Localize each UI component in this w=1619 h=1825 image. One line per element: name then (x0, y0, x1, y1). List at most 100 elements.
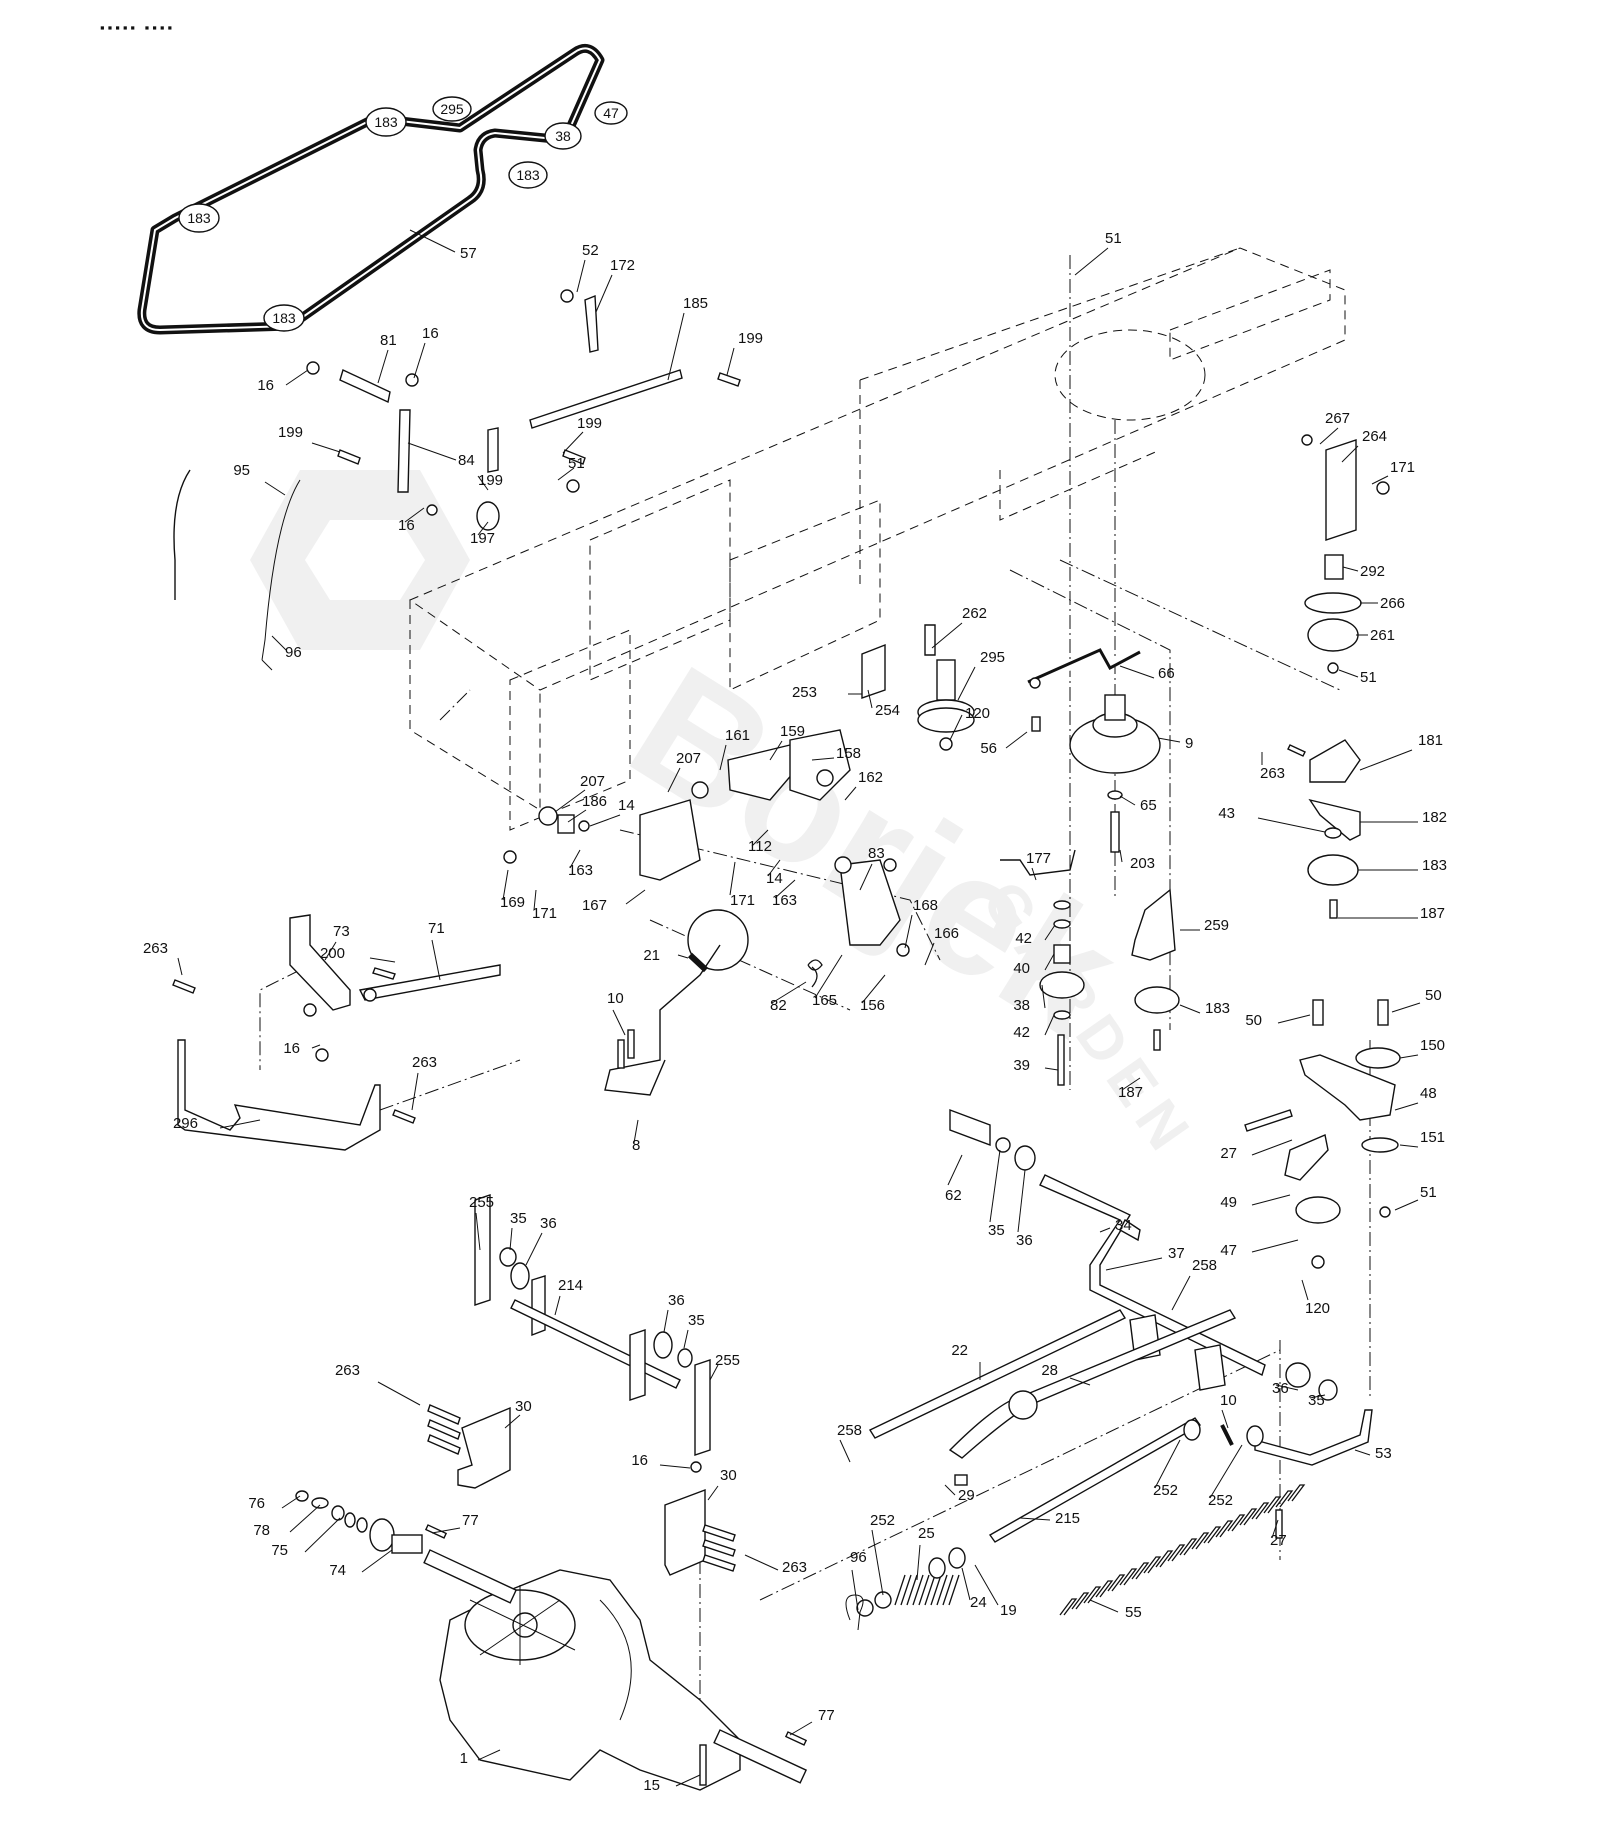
callout-leader-line (663, 1309, 669, 1333)
callout-leader-line (595, 274, 613, 313)
part-number-label: 199 (738, 330, 763, 347)
part-number-label: 27 (1220, 1145, 1237, 1162)
callout-leader-line (677, 954, 689, 959)
part-number-label: 215 (1055, 1510, 1080, 1527)
callout-leader-line (667, 312, 685, 381)
part-number-label: 255 (469, 1194, 494, 1211)
callout-leader-line (811, 757, 835, 761)
part-callout: 55 (1089, 1599, 1142, 1621)
part-number-label: 96 (285, 644, 302, 661)
part-number-label: 27 (1270, 1532, 1287, 1549)
callout-leader-line (839, 1439, 851, 1463)
part-number-label: 166 (934, 925, 959, 942)
part-number-label: 29 (958, 1487, 975, 1504)
part-number-label: 30 (720, 1467, 737, 1484)
callout-leader-line (324, 941, 337, 961)
svg-text:183: 183 (516, 167, 540, 183)
callout-leader-line (1089, 1599, 1119, 1613)
part-number-label: 199 (577, 415, 602, 432)
part-number-label: 156 (860, 997, 885, 1014)
part-number-label: 163 (568, 862, 593, 879)
part-callout: 53 (1354, 1445, 1392, 1462)
transaxle (295, 1490, 808, 1791)
part-number-label: 258 (1192, 1257, 1217, 1274)
callout-leader-line (1121, 1077, 1141, 1091)
callout-leader-line (1157, 737, 1181, 743)
callout-leader-line (311, 442, 341, 453)
part-callout: 30 (504, 1398, 532, 1429)
part-number-label: 295 (980, 649, 1005, 666)
belt-pulley: 295 (432, 96, 472, 122)
part-callout: 35 (509, 1210, 527, 1251)
part-callout: 151 (1399, 1129, 1445, 1148)
belt-pulley: 183 (263, 304, 305, 332)
part-callout: 84 (407, 442, 475, 469)
part-callout: 252 (870, 1512, 895, 1596)
svg-text:183: 183 (187, 210, 211, 226)
part-number-label: 35 (1308, 1392, 1325, 1409)
part-number-label: 48 (1420, 1085, 1437, 1102)
part-number-label: 169 (500, 894, 525, 911)
part-callout: 77 (431, 1512, 479, 1534)
variable-speed-pulley (1069, 694, 1161, 853)
part-number-label: 120 (965, 705, 990, 722)
callout-leader-line (789, 1721, 813, 1736)
part-callout: 203 (1119, 849, 1155, 872)
callout-leader-line (769, 740, 783, 761)
part-callout: 263 (143, 940, 183, 976)
part-number-label: 62 (945, 1187, 962, 1204)
part-callout: 51 (1074, 230, 1122, 276)
callout-leader-line (477, 475, 489, 491)
idler-pulley-assembly (1301, 434, 1390, 674)
callout-leader-line (413, 342, 426, 379)
callout-leader-line (271, 635, 287, 651)
part-callout: 252 (1208, 1444, 1243, 1509)
callout-leader-line (1394, 1102, 1419, 1111)
part-callout: 158 (811, 745, 861, 762)
part-number-label: 56 (980, 740, 997, 757)
callout-leader-line (477, 1749, 501, 1761)
part-callout: 51 (1394, 1184, 1437, 1211)
part-number-label: 159 (780, 723, 805, 740)
part-number-label: 16 (257, 377, 274, 394)
callout-leader-line (289, 1504, 321, 1533)
part-number-label: 73 (333, 923, 350, 940)
callout-leader-line (1342, 566, 1359, 572)
callout-leader-line (1119, 665, 1155, 679)
part-number-label: 38 (1013, 997, 1030, 1014)
part-callout: 214 (554, 1277, 583, 1316)
part-number-label: 28 (1041, 1362, 1058, 1379)
part-callout: 259 (1180, 917, 1229, 934)
callout-leader-line (1119, 849, 1123, 863)
part-number-label: 16 (422, 325, 439, 342)
part-callout: 71 (428, 920, 445, 981)
callout-leader-line (1074, 247, 1109, 276)
svg-text:295: 295 (440, 101, 464, 117)
part-number-label: 66 (1158, 665, 1175, 682)
part-callout: 200 (320, 945, 396, 963)
callout-leader-line (475, 1212, 481, 1251)
callout-leader-line (1251, 1239, 1299, 1253)
part-callout: 150 (1399, 1037, 1445, 1059)
part-callout: 96 (850, 1549, 867, 1611)
part-number-label: 75 (271, 1542, 288, 1559)
callout-leader-line (533, 889, 537, 911)
callout-leader-line (525, 1232, 543, 1266)
part-number-label: 36 (1272, 1380, 1289, 1397)
part-number-label: 181 (1418, 732, 1443, 749)
part-number-label: 19 (1000, 1602, 1017, 1619)
part-number-label: 112 (748, 838, 772, 855)
part-callout: 162 (844, 769, 883, 801)
part-number-label: 40 (1013, 960, 1030, 977)
part-callout: 10 (607, 990, 626, 1036)
part-number-label: 199 (478, 472, 503, 489)
part-number-label: 258 (837, 1422, 862, 1439)
part-callout: 30 (707, 1467, 737, 1501)
part-number-label: 168 (913, 897, 938, 914)
part-number-label: 24 (970, 1594, 987, 1611)
callout-leader-line (377, 1381, 421, 1406)
part-callout: 263 (335, 1362, 421, 1406)
part-number-label: 187 (1118, 1084, 1143, 1101)
callout-leader-line (431, 939, 441, 981)
part-number-label: 186 (582, 793, 607, 810)
